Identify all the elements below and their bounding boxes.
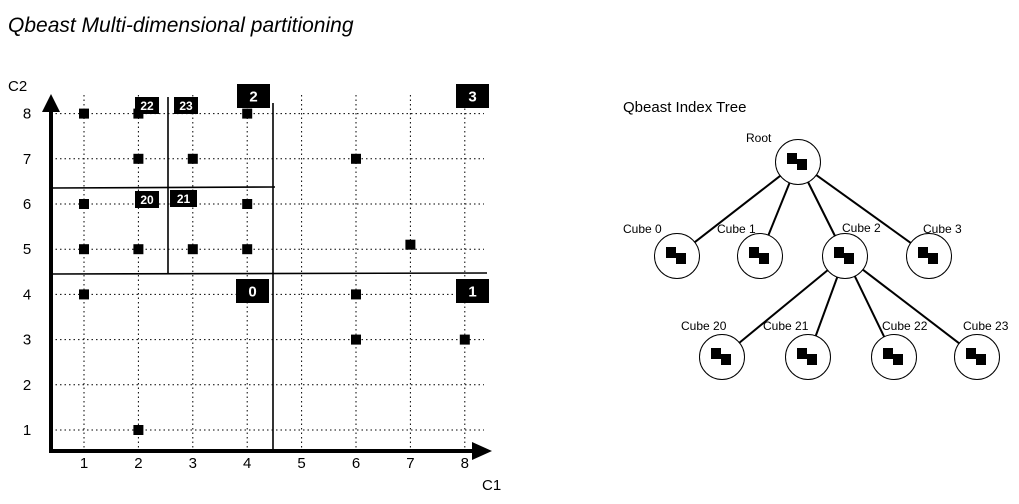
y-tick-label: 8: [23, 106, 31, 123]
y-tick-label: 3: [23, 332, 31, 349]
node-block-icon: [844, 253, 854, 264]
tree-edge: [694, 175, 781, 243]
data-point: [133, 244, 144, 255]
node-block-icon: [711, 348, 721, 359]
cube-label-text: 21: [177, 192, 191, 206]
node-block-icon: [883, 348, 893, 359]
cube-label-text: 2: [249, 88, 257, 105]
cube-node-label: Cube 23: [963, 319, 1009, 333]
data-point: [351, 334, 361, 345]
cube-label-box: [135, 97, 159, 114]
node-block-icon: [676, 253, 686, 264]
partition-line-horizontal: [50, 272, 488, 275]
node-block-icon: [721, 354, 731, 365]
x-tick-label: 8: [461, 455, 469, 472]
data-point: [133, 153, 144, 164]
tree-edge: [738, 269, 829, 344]
subpartition-line-horizontal: [50, 186, 276, 189]
cube-node-label: Cube 21: [763, 319, 809, 333]
node-block-icon: [893, 354, 903, 365]
y-axis-arrow: [42, 94, 60, 112]
root-label: Root: [746, 131, 772, 145]
data-point: [79, 199, 89, 209]
cube-label-box: [236, 279, 269, 303]
x-tick-label: 3: [189, 455, 197, 472]
cube-node-label: Cube 22: [882, 319, 928, 333]
data-point: [242, 199, 253, 209]
node-block-icon: [787, 153, 797, 164]
y-tick-label: 1: [23, 422, 31, 439]
cube-label-box: [456, 84, 489, 108]
tree-edge: [815, 174, 912, 244]
cube-label-text: 1: [468, 283, 476, 300]
cube-node-label: Cube 0: [623, 222, 662, 236]
x-tick-label: 6: [352, 455, 360, 472]
node-block-icon: [797, 159, 807, 170]
tree-edge: [807, 181, 836, 237]
cube-label-box: [456, 279, 489, 303]
cube-label-box: [237, 84, 270, 108]
node-block-icon: [749, 247, 759, 258]
cube-node-label: Cube 20: [681, 319, 727, 333]
y-tick-label: 5: [23, 241, 31, 258]
cube-node-label: Cube 2: [842, 221, 881, 235]
cube-node-label: Cube 1: [717, 222, 756, 236]
node-block-icon: [834, 247, 844, 258]
tree-edge: [767, 182, 791, 236]
cube-label-box: [135, 191, 159, 208]
data-point: [187, 153, 198, 164]
y-tick-label: 6: [23, 196, 31, 213]
node-block-icon: [918, 247, 928, 258]
node-block-icon: [759, 253, 769, 264]
cube-label-text: 3: [468, 88, 476, 105]
data-point: [133, 425, 144, 435]
x-tick-label: 4: [243, 455, 251, 472]
node-block-icon: [976, 354, 986, 365]
data-point: [351, 289, 361, 300]
data-point: [79, 289, 89, 300]
y-axis-label: C2: [8, 78, 27, 95]
cube-node-label: Cube 3: [923, 222, 962, 236]
node-block-icon: [966, 348, 976, 359]
node-block-icon: [666, 247, 676, 258]
x-tick-label: 2: [134, 455, 142, 472]
cube-label-text: 0: [248, 283, 256, 300]
cube-label-text: 22: [140, 99, 154, 113]
x-axis-label: C1: [482, 477, 501, 494]
x-tick-label: 1: [80, 455, 88, 472]
data-point: [351, 153, 361, 164]
data-point: [79, 108, 89, 119]
data-point: [459, 334, 470, 345]
y-tick-label: 4: [23, 286, 31, 303]
y-tick-label: 7: [23, 151, 31, 168]
cube-label-text: 20: [140, 193, 154, 207]
x-axis-arrow: [472, 442, 492, 460]
tree-edge: [862, 268, 960, 345]
page-title: Qbeast Multi-dimensional partitioning: [8, 14, 354, 37]
node-block-icon: [807, 354, 817, 365]
data-point: [187, 244, 198, 255]
data-point: [242, 108, 253, 119]
data-point: [242, 244, 253, 255]
cube-label-box: [174, 97, 198, 114]
x-tick-label: 7: [406, 455, 414, 472]
tree-title: Qbeast Index Tree: [623, 99, 746, 116]
x-tick-label: 5: [297, 455, 305, 472]
data-point: [405, 239, 416, 250]
y-tick-label: 2: [23, 377, 31, 394]
tree-edge: [853, 275, 886, 338]
tree-edge: [814, 276, 839, 337]
cube-label-text: 23: [179, 99, 193, 113]
cube-label-box: [170, 190, 197, 207]
node-block-icon: [928, 253, 938, 264]
data-point: [79, 244, 89, 255]
node-block-icon: [797, 348, 807, 359]
